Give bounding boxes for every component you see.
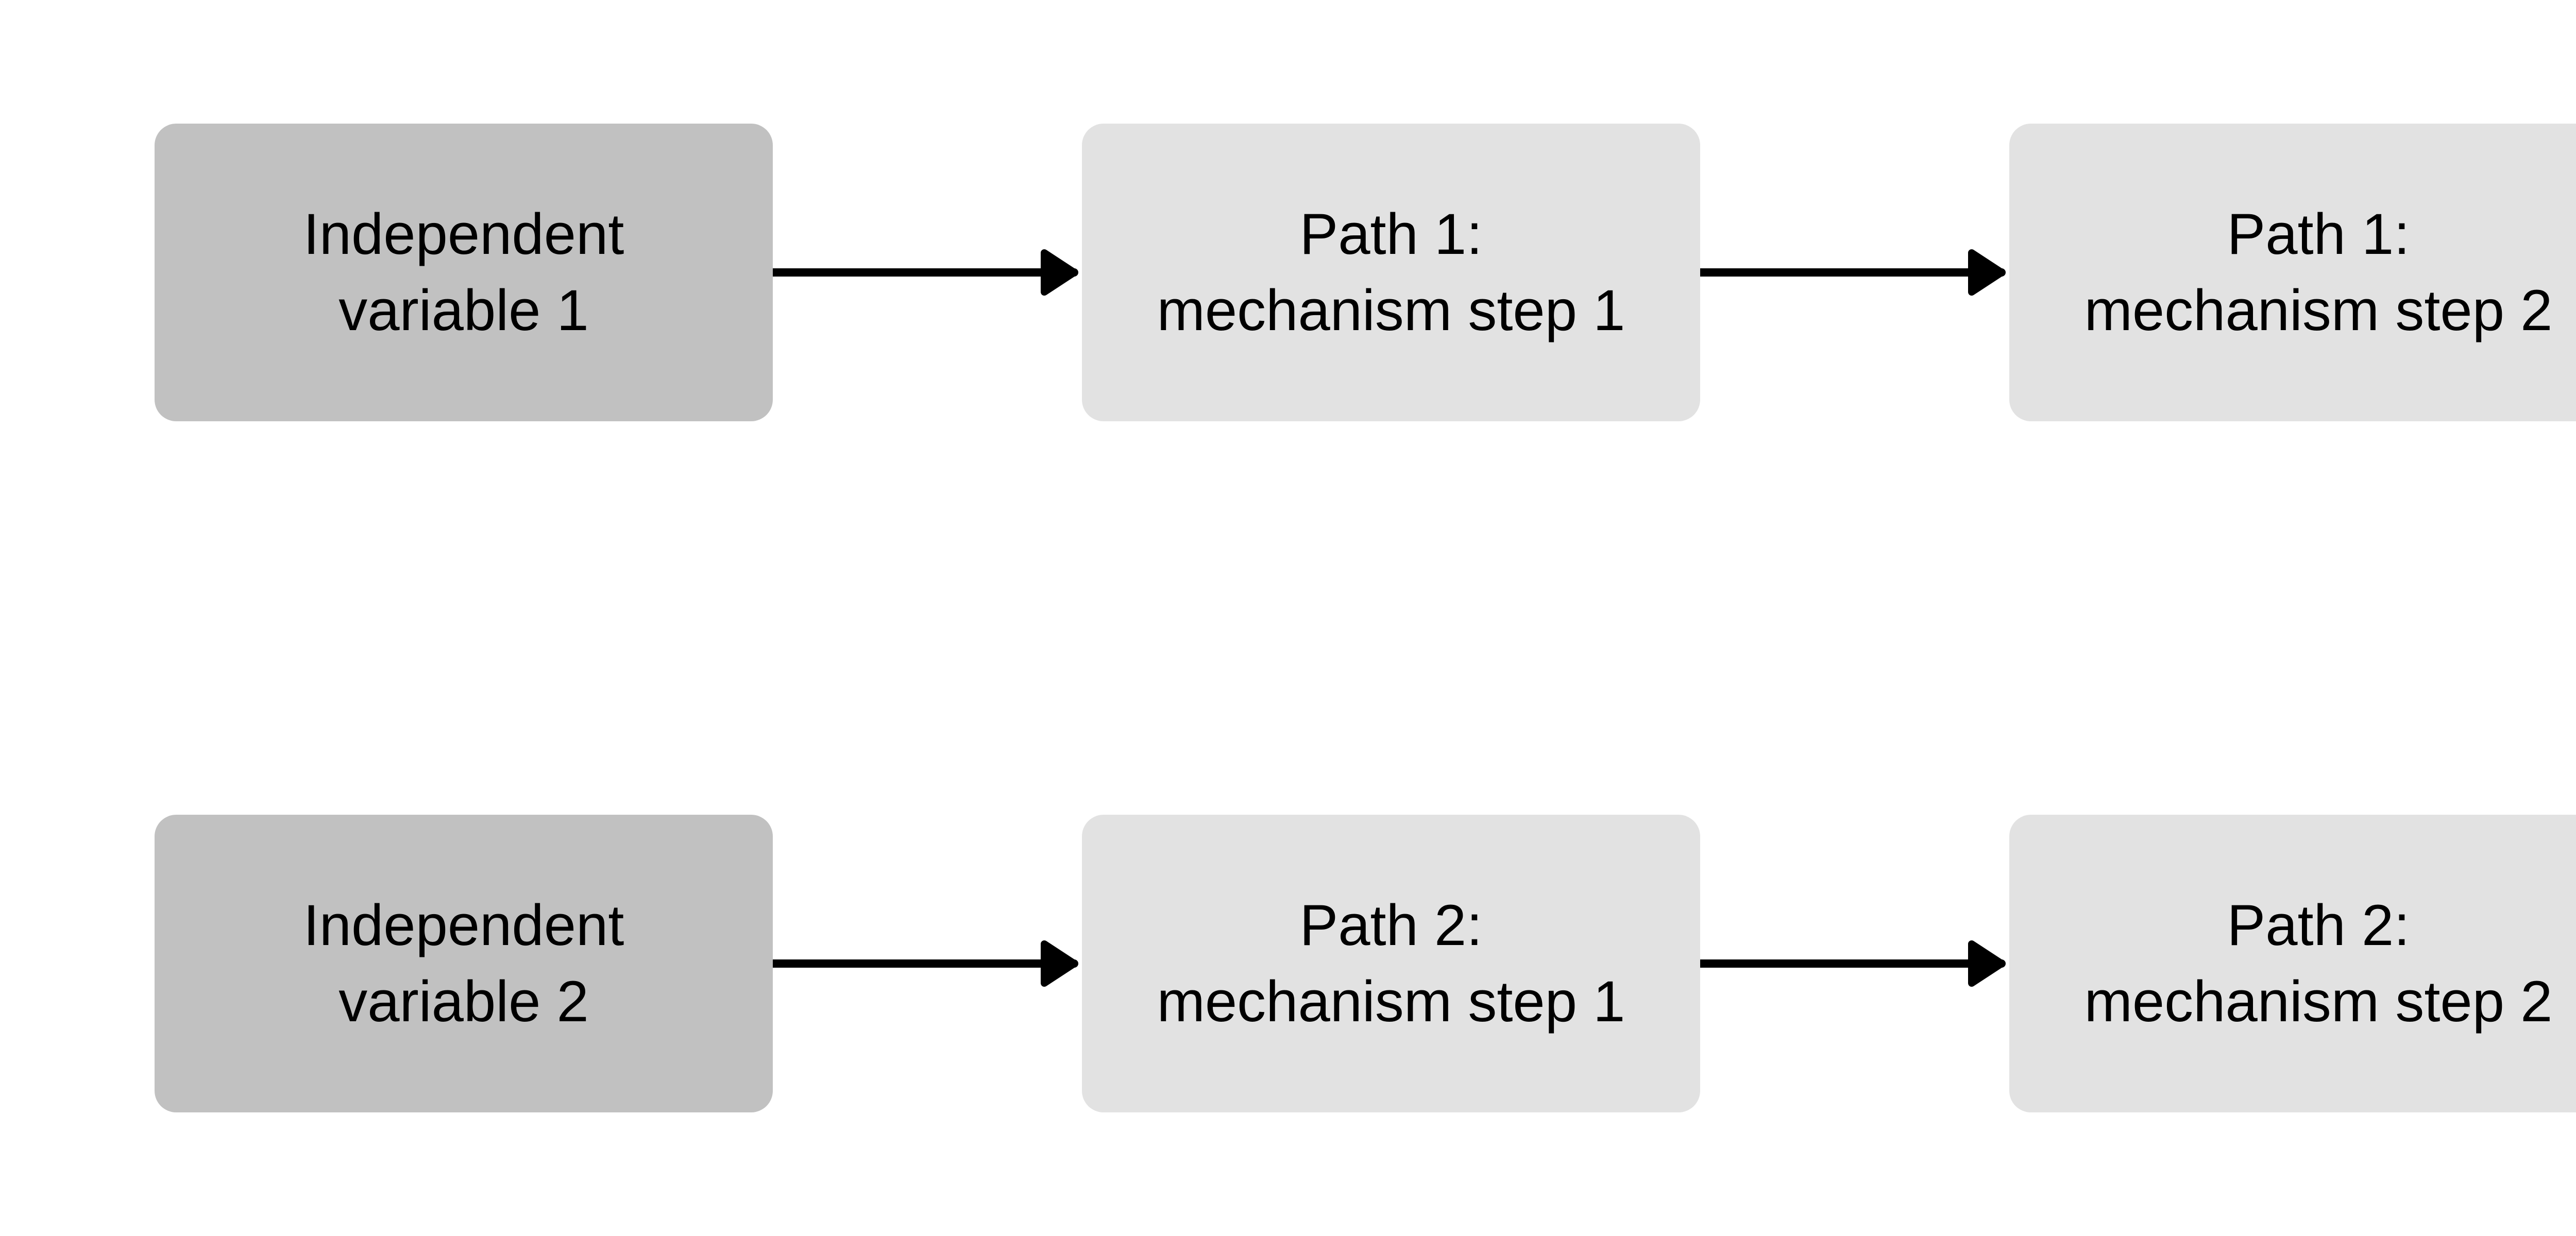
node-independent-variable-1: Independent variable 1 [155, 124, 773, 421]
node-path1-mechanism-step-1: Path 1: mechanism step 1 [1082, 124, 1700, 421]
node-path1-mechanism-step-2: Path 1: mechanism step 2 [2009, 124, 2576, 421]
node-independent-variable-2: Independent variable 2 [155, 815, 773, 1112]
node-path2-mechanism-step-1: Path 2: mechanism step 1 [1082, 815, 1700, 1112]
node-path2-mechanism-step-2: Path 2: mechanism step 2 [2009, 815, 2576, 1112]
